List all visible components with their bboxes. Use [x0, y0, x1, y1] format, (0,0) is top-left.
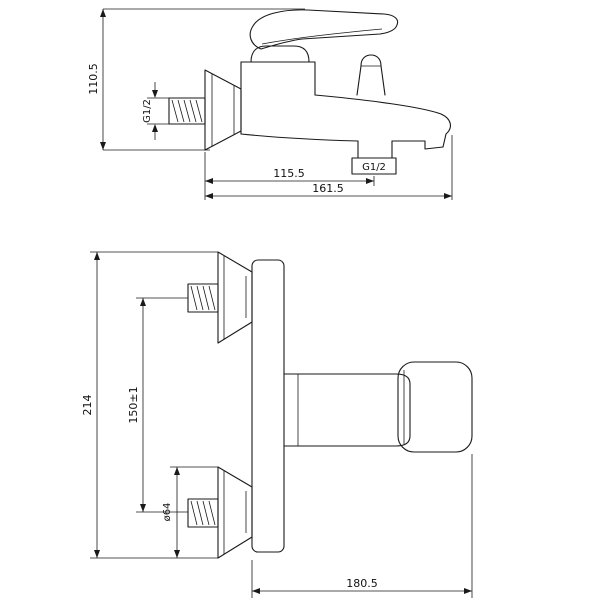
side-view-group: G1/2 110.5 G1/2 115.5: [87, 8, 453, 200]
top-inlet-nipple: [187, 283, 219, 313]
center-distance-value: 150±1: [127, 386, 140, 423]
inlet-thread-value: G1/2: [142, 99, 153, 123]
wall-to-outlet-value: 115.5: [273, 167, 305, 180]
spout: [314, 94, 451, 159]
hose-outlet-label-box: G1/2: [351, 157, 397, 175]
thread-hatch: [190, 285, 216, 311]
dim-front-total-height: 214: [81, 251, 218, 559]
dim-wall-to-tip: 161.5: [205, 135, 453, 200]
thread-hatch: [171, 99, 203, 123]
handle-lever-edge: [261, 28, 383, 45]
mixer-body-front: [283, 373, 411, 447]
top-escutcheon: [217, 251, 253, 344]
mixer-body: [240, 61, 359, 142]
dim-front-width: 180.5: [251, 454, 473, 598]
cartridge-dome: [250, 45, 310, 63]
bottom-escutcheon: [217, 466, 253, 559]
dim-side-height: 110.5: [87, 8, 305, 151]
outlet-thread-label: G1/2: [362, 162, 386, 173]
flange-diameter-value: ø64: [162, 503, 173, 522]
dim-inlet-thread: G1/2: [142, 82, 169, 140]
bottom-inlet-nipple: [187, 498, 219, 528]
dim-flange-diameter: ø64: [162, 466, 218, 558]
wall-escutcheon: [204, 69, 242, 151]
dim-center-distance: 150±1: [127, 297, 188, 513]
side-height-value: 110.5: [87, 63, 100, 95]
handle-lever: [249, 9, 399, 50]
front-view-group: 214 150±1 ø64 180.5: [81, 251, 473, 598]
diverter-knob: [356, 54, 386, 96]
handle-front: [397, 361, 473, 453]
mounting-column: [251, 259, 285, 553]
inlet-nipple: [168, 97, 206, 125]
wall-to-tip-value: 161.5: [312, 182, 344, 195]
dim-wall-to-outlet: 115.5: [204, 152, 375, 200]
front-total-height-value: 214: [81, 395, 94, 416]
thread-hatch: [190, 500, 216, 526]
front-width-value: 180.5: [346, 577, 378, 590]
